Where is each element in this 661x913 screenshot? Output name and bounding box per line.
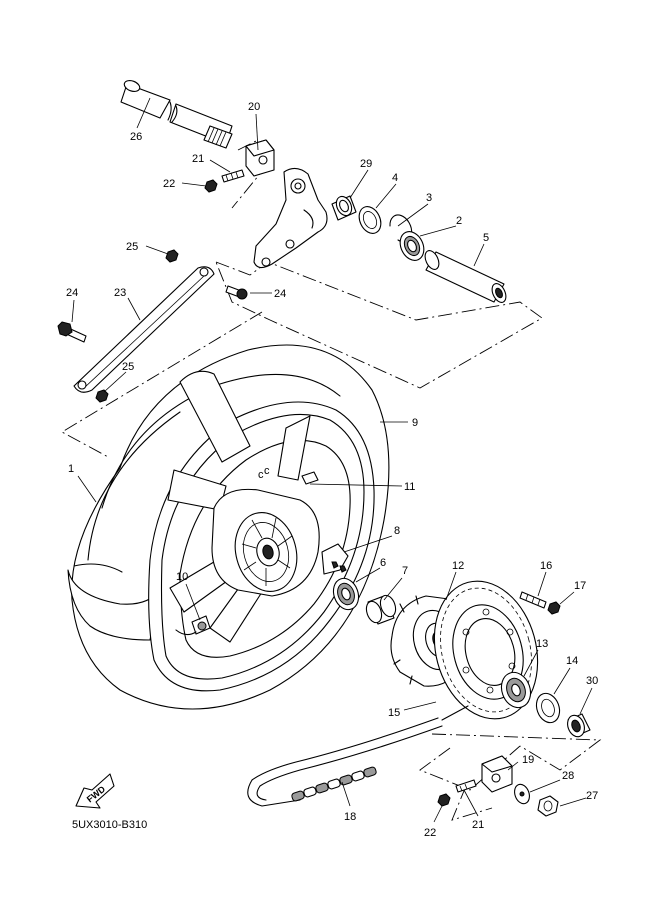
callout-11: 11: [404, 481, 415, 493]
callout-25: 25: [126, 241, 138, 253]
torque-rod: [57, 249, 248, 403]
callout-19: 19: [522, 754, 534, 766]
callout-12: 12: [452, 560, 464, 572]
callout-2: 2: [456, 215, 462, 227]
wheel-side-bearings: [331, 195, 507, 303]
callout-10: 10: [176, 571, 188, 583]
callout-21: 21: [192, 153, 204, 165]
callout-22: 22: [163, 178, 175, 190]
callout-30: 30: [586, 675, 598, 687]
caliper-bracket: [253, 167, 328, 269]
callout-8: 8: [394, 525, 400, 537]
callout-16: 16: [540, 560, 552, 572]
fwd-arrow-icon: FWD: [75, 773, 115, 809]
svg-text:c: c: [264, 465, 270, 477]
callout-15: 15: [388, 707, 400, 719]
leader-lines: [71, 97, 593, 823]
rear-wheel: c c: [67, 344, 390, 710]
chain-adjuster-right: [437, 755, 559, 817]
callout-13: 13: [536, 638, 548, 650]
diagram-code: 5UX3010-B310: [72, 819, 147, 831]
drive-chain: [247, 705, 469, 807]
callout-20: 20: [248, 101, 260, 113]
callout-17: 17: [574, 580, 586, 592]
callout-4: 4: [392, 172, 398, 184]
callout-28: 28: [562, 770, 574, 782]
callout-25: 25: [122, 361, 134, 373]
callout-1: 1: [68, 463, 74, 475]
callout-24: 24: [274, 288, 286, 300]
callout-21: 21: [472, 819, 484, 831]
callout-labels: 26 20 21 22 29 4 3 2 5 25 24 24 23 25 9 …: [66, 101, 598, 839]
callout-24: 24: [66, 287, 78, 299]
chain-links: [291, 766, 377, 802]
callout-14: 14: [566, 655, 578, 667]
rear-axle: [120, 80, 233, 149]
callout-7: 7: [402, 565, 408, 577]
chain-adjuster-left: [204, 139, 275, 193]
callout-26: 26: [130, 131, 142, 143]
sprocket-hub-bearings: [500, 671, 591, 738]
sprocket-side-bearings: [321, 543, 397, 625]
callout-9: 9: [412, 417, 418, 429]
callout-22: 22: [424, 827, 436, 839]
callout-18: 18: [344, 811, 356, 823]
callout-5: 5: [483, 232, 489, 244]
callout-27: 27: [586, 790, 598, 802]
callout-3: 3: [426, 192, 432, 204]
callout-29: 29: [360, 158, 372, 170]
svg-text:c: c: [258, 469, 264, 481]
callout-23: 23: [114, 287, 126, 299]
callout-6: 6: [380, 557, 386, 569]
